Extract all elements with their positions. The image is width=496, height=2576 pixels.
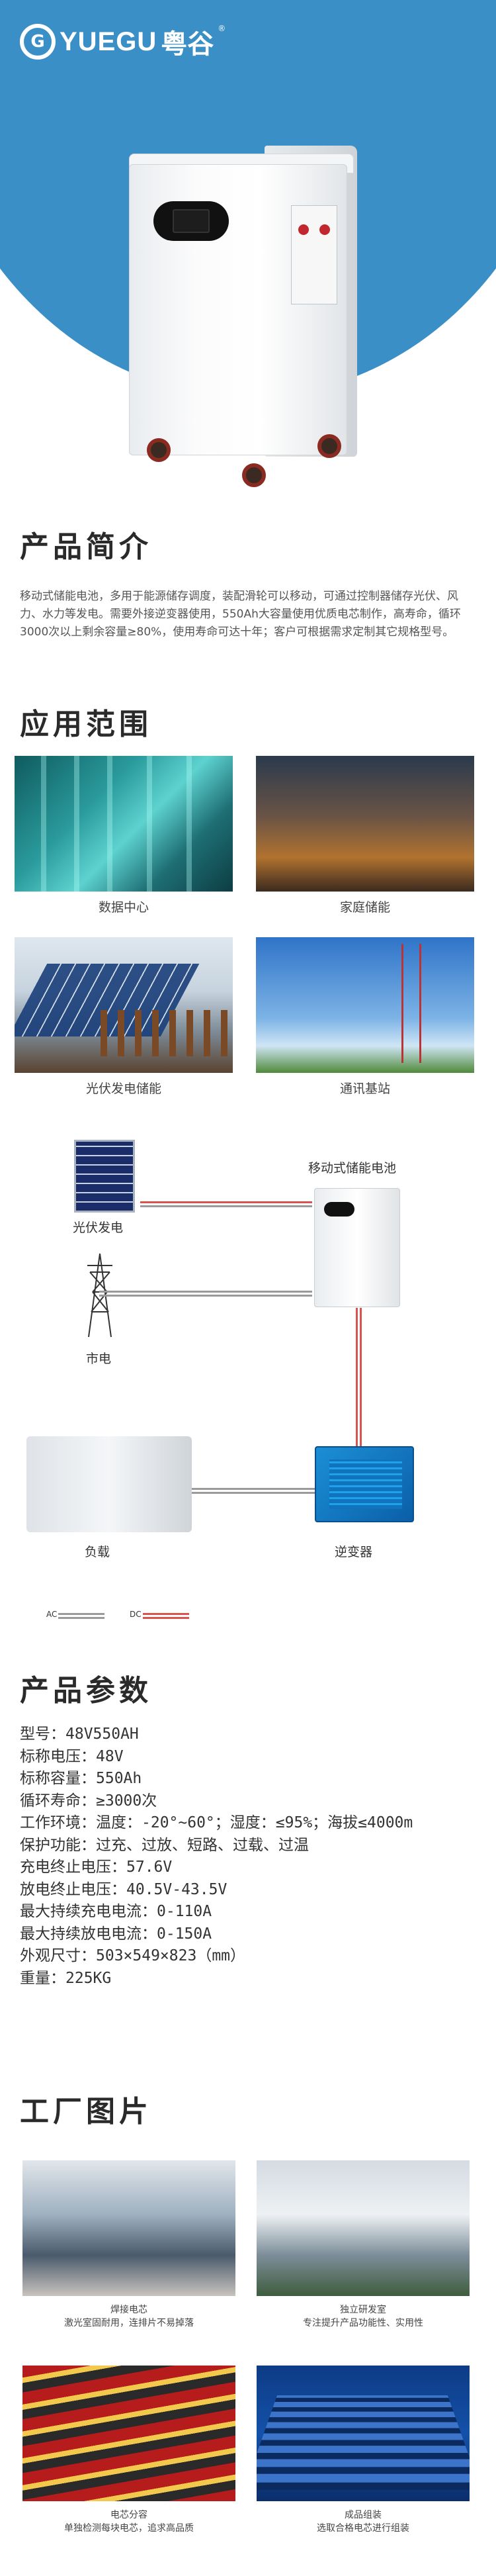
params-list: 型号：48V550AH 标称电压：48V 标称容量：550Ah 循环寿命：≥30…: [20, 1724, 483, 1990]
factory-title-welding: 焊接电芯: [110, 2305, 147, 2315]
inverter-icon: [315, 1446, 414, 1522]
factory-desc-assembly: 选取合格电芯进行组装: [317, 2523, 409, 2534]
legend-dc-line: [143, 1617, 189, 1619]
factory-lab-image: [257, 2160, 470, 2296]
wheel-icon: [242, 463, 266, 487]
param-protection: 保护功能：过充、过放、短路、过载、过温: [20, 1836, 309, 1854]
param-environment: 工作环境：温度：-20°~60°；湿度：≤95%；海拔≤4000m: [20, 1814, 413, 1831]
ac-line: [99, 1291, 312, 1293]
factory-title-grading: 电芯分容: [110, 2510, 147, 2520]
ac-line: [99, 1295, 312, 1297]
home-storage-image: [256, 756, 474, 892]
factory-grading-image: [22, 2366, 235, 2501]
ac-line: [140, 1205, 312, 1207]
diagram-label-load: 负载: [85, 1545, 110, 1559]
registered-mark: ®: [218, 24, 226, 33]
param-max-charge-current: 最大持续充电电流：0-110A: [20, 1903, 212, 1920]
factory-title: 工厂图片: [20, 2095, 152, 2129]
dc-line: [140, 1201, 312, 1203]
param-weight: 重量：225KG: [20, 1969, 112, 1987]
legend-ac-line: [58, 1613, 104, 1615]
factory-welding-image: [22, 2160, 235, 2296]
param-dimensions: 外观尺寸：503×549×823（mm）: [20, 1947, 246, 1964]
factory-title-assembly: 成品组装: [345, 2510, 382, 2520]
diagram-label-battery: 移动式储能电池: [308, 1161, 397, 1175]
param-max-discharge-current: 最大持续放电电流：0-150A: [20, 1925, 212, 1943]
app-caption-datacenter: 数据中心: [98, 900, 149, 915]
intro-text: 移动式储能电池，多用于能源储存调度，装配滑轮可以移动，可通过控制器储存光伏、风力…: [20, 590, 461, 639]
factory-assembly-image: [257, 2366, 470, 2501]
legend-ac-label: AC: [46, 1610, 58, 1619]
param-model: 型号：48V550AH: [20, 1725, 139, 1743]
app-caption-solar: 光伏发电储能: [85, 1081, 161, 1096]
wheel-icon: [147, 438, 171, 462]
param-charge-cutoff: 充电终止电压：57.6V: [20, 1859, 173, 1876]
logo-text-latin: YUEGU: [60, 26, 157, 56]
telecom-station-image: [256, 937, 474, 1073]
factory-title-lab: 独立研发室: [340, 2305, 386, 2315]
battery-cabinet-icon: [314, 1188, 400, 1307]
factory-caption-lab: 独立研发室 专注提升产品功能性、实用性: [257, 2303, 470, 2330]
cabinet-terminal-panel: [291, 205, 337, 304]
param-discharge-cutoff: 放电终止电压：40.5V-43.5V: [20, 1880, 227, 1898]
params-title: 产品参数: [20, 1674, 152, 1708]
legend-ac-line: [58, 1617, 104, 1619]
app-caption-home: 家庭储能: [339, 900, 390, 915]
pv-panel-icon: [74, 1140, 135, 1213]
factory-caption-assembly: 成品组装 选取合格电芯进行组装: [257, 2508, 470, 2535]
brand-logo[interactable]: G YUEGU 粤谷 ®: [20, 23, 226, 61]
datacenter-image: [15, 756, 233, 892]
intro-title: 产品简介: [20, 530, 152, 564]
wheel-icon: [317, 434, 341, 458]
factory-desc-lab: 专注提升产品功能性、实用性: [303, 2318, 423, 2328]
solar-storage-image: [15, 937, 233, 1073]
param-cycle-life: 循环寿命：≥3000次: [20, 1792, 157, 1810]
diagram-label-inverter: 逆变器: [335, 1545, 373, 1559]
dc-line-vertical: [356, 1308, 358, 1447]
logo-g-icon: G: [20, 24, 56, 60]
factory-desc-welding: 激光室固耐用，连排片不易掉落: [64, 2318, 194, 2328]
logo-text-chinese: 粤谷: [161, 29, 214, 60]
legend-dc-label: DC: [130, 1610, 142, 1619]
factory-caption-welding: 焊接电芯 激光室固耐用，连排片不易掉落: [22, 2303, 235, 2330]
cabinet-display-icon: [153, 201, 229, 241]
factory-caption-grading: 电芯分容 单独检测每块电芯，追求高品质: [22, 2508, 235, 2535]
dc-line-vertical: [360, 1308, 362, 1447]
application-title: 应用范围: [20, 708, 152, 741]
diagram-label-grid: 市电: [86, 1352, 112, 1366]
ac-line: [192, 1492, 315, 1494]
app-caption-telecom: 通讯基站: [339, 1081, 390, 1096]
terminal-red-icon: [298, 224, 309, 235]
factory-desc-grading: 单独检测每块电芯，追求高品质: [64, 2523, 194, 2534]
diagram-label-pv: 光伏发电: [73, 1220, 124, 1235]
ac-line: [192, 1488, 315, 1490]
legend-dc-line: [143, 1613, 189, 1615]
param-voltage: 标称电压：48V: [20, 1747, 124, 1765]
param-capacity: 标称容量：550Ah: [20, 1770, 142, 1787]
household-appliances-icon: [26, 1436, 192, 1532]
terminal-red-icon: [319, 224, 330, 235]
hero-banner: G YUEGU 粤谷 ®: [0, 0, 496, 510]
